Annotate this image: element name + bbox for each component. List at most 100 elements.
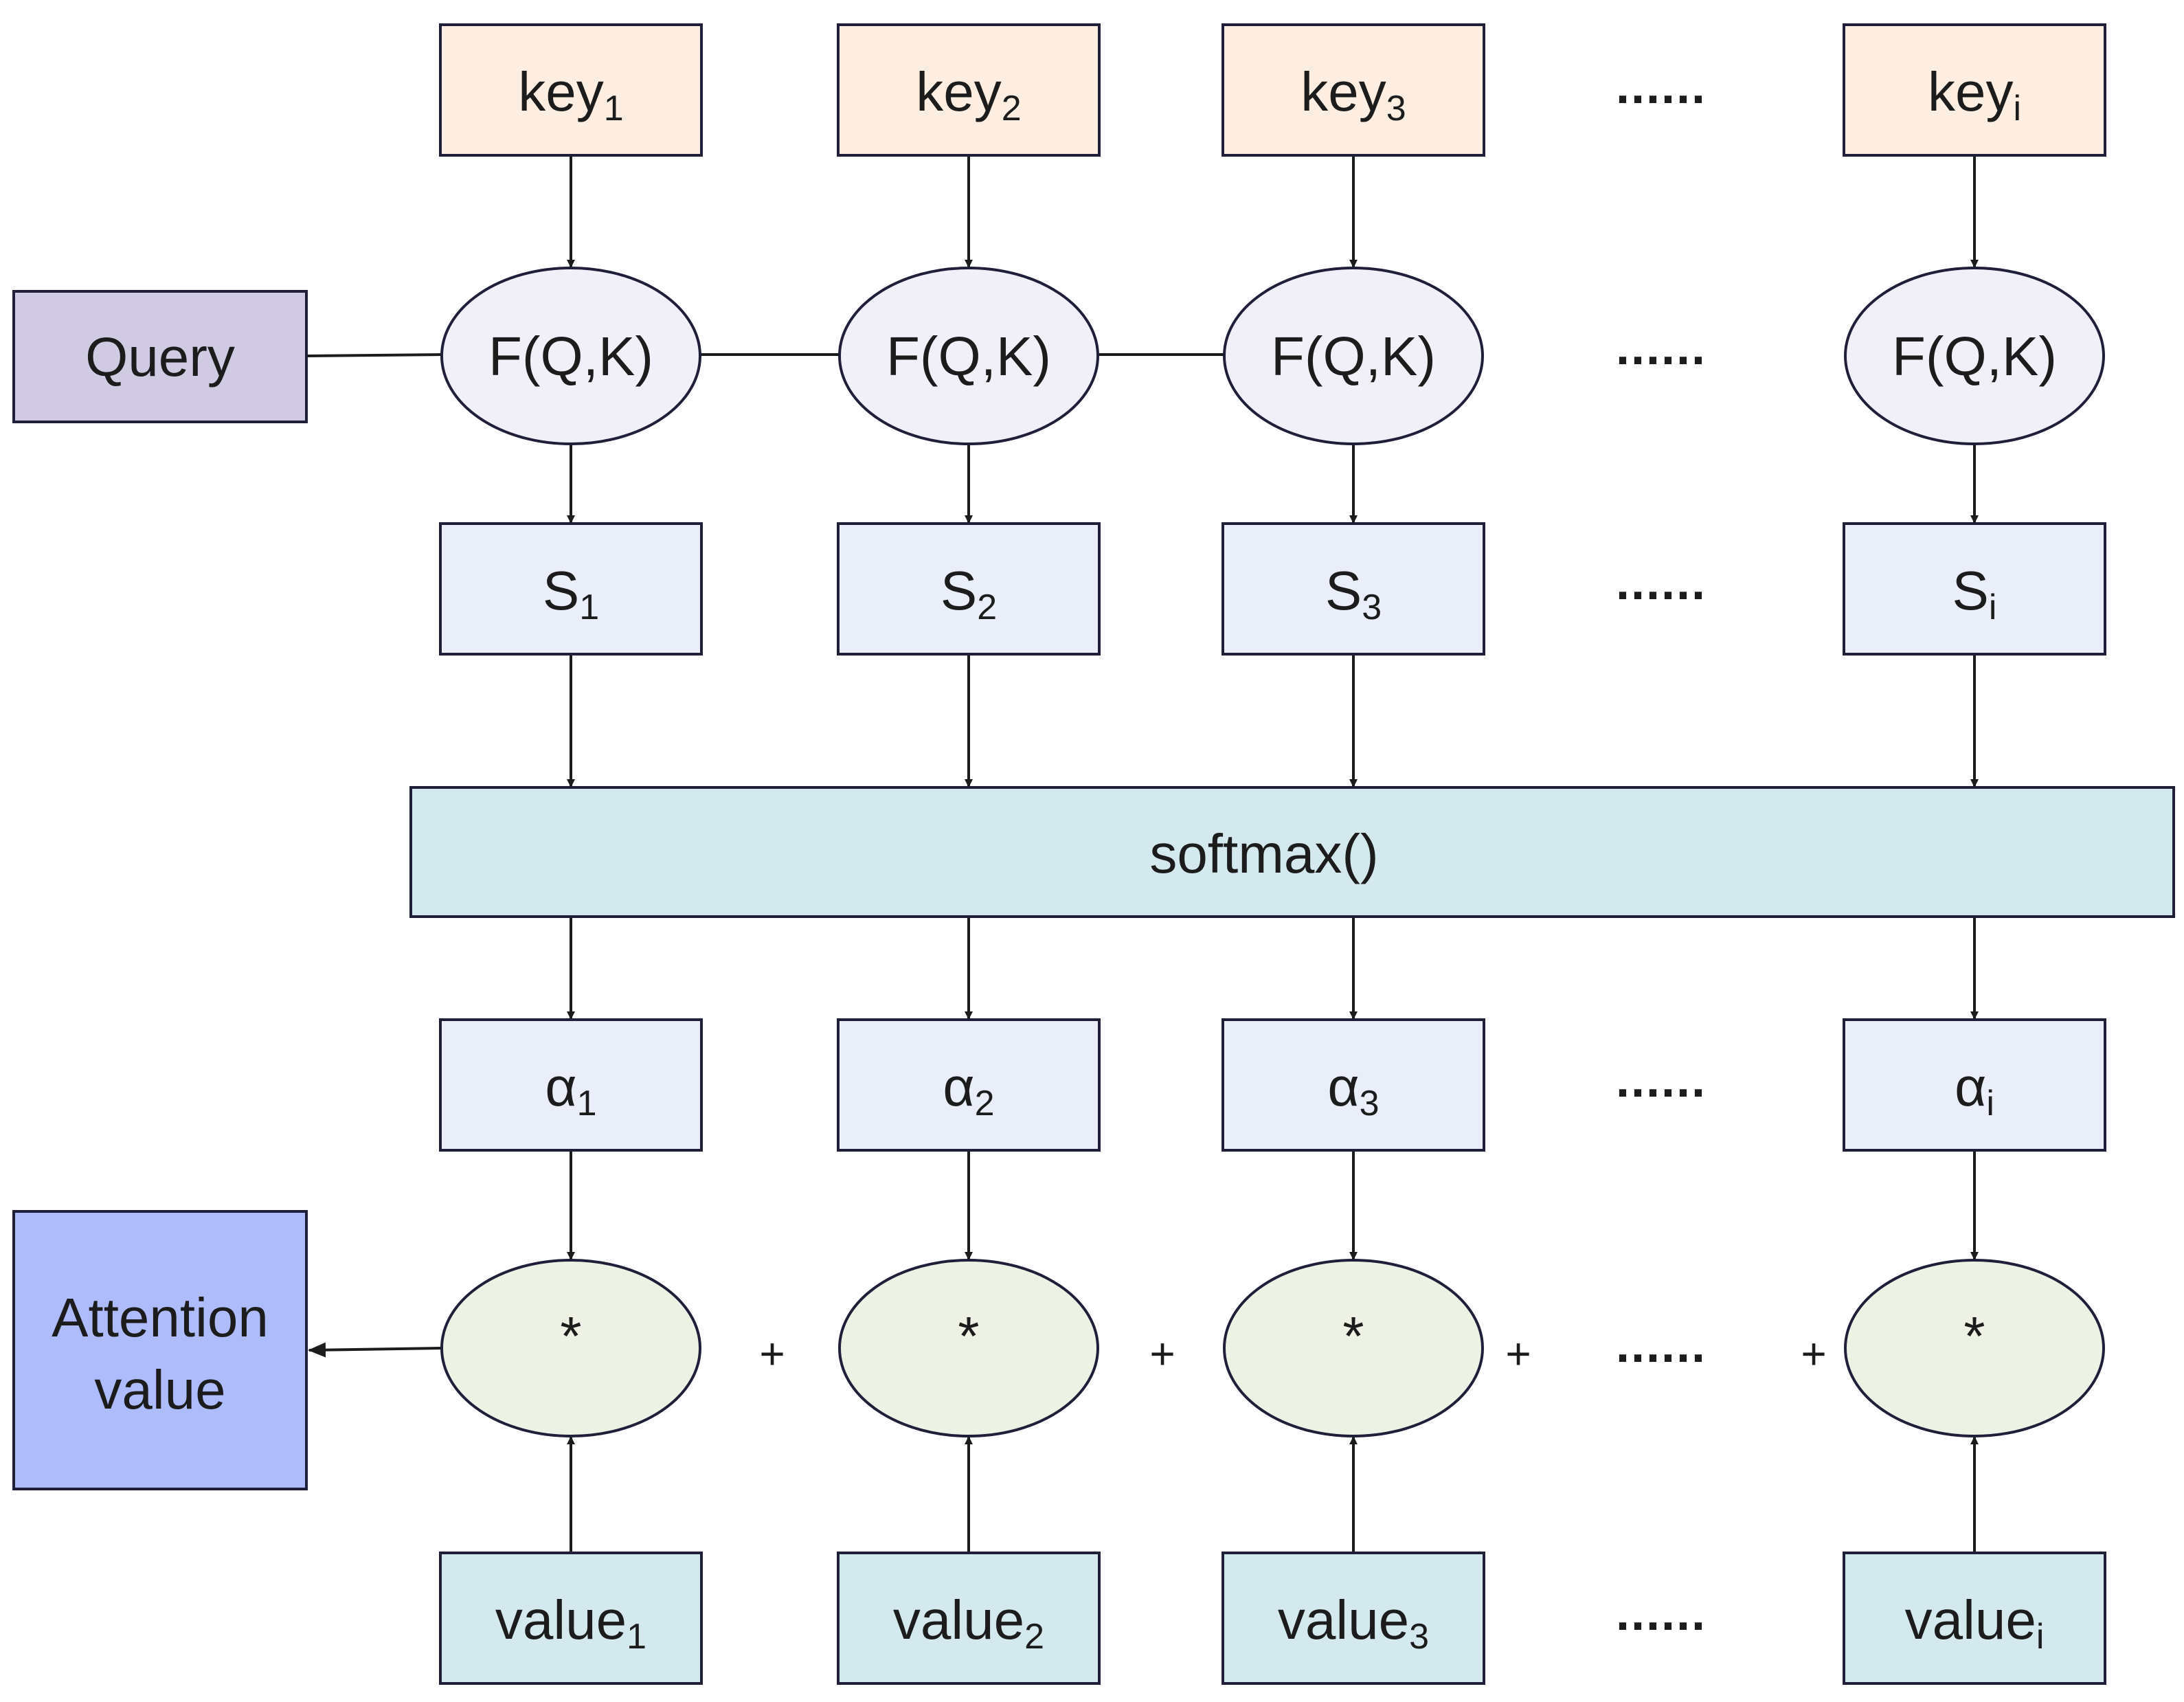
value-label-3-subscript: 3 bbox=[1409, 1617, 1429, 1657]
ellipsis-fqk-row: ...... bbox=[1616, 320, 1707, 375]
fqk-label-1: F(Q,K) bbox=[488, 326, 653, 387]
value-box-4 bbox=[1843, 1552, 2106, 1685]
alpha-label-3-main: α bbox=[1327, 1056, 1359, 1117]
diagram-nodes bbox=[12, 23, 2175, 1685]
key-box-3 bbox=[1222, 23, 1485, 157]
key-label-4: keyi bbox=[1928, 61, 2021, 128]
fqk-label-2-main: F(Q,K) bbox=[886, 326, 1051, 387]
query-label: Query bbox=[85, 326, 235, 388]
fqk-label-1-main: F(Q,K) bbox=[488, 326, 653, 387]
fqk-label-3: F(Q,K) bbox=[1271, 326, 1436, 387]
multiply-label-3-main: * bbox=[1342, 1306, 1364, 1367]
key-box-4 bbox=[1843, 23, 2106, 157]
alpha-label-2-main: α bbox=[943, 1056, 974, 1117]
alpha-label-1: α1 bbox=[545, 1056, 596, 1123]
softmax-label-main: softmax() bbox=[1149, 823, 1378, 884]
score-label-4-main: S bbox=[1952, 560, 1989, 621]
attention-label-line2: value bbox=[94, 1359, 225, 1420]
plus-sign-1: + bbox=[759, 1329, 785, 1378]
multiply-label-2-main: * bbox=[958, 1306, 979, 1367]
multiply-label-3: * bbox=[1342, 1306, 1364, 1367]
key-label-2: key2 bbox=[916, 61, 1021, 128]
fqk-node-2 bbox=[838, 267, 1099, 445]
alpha-label-3-subscript: 3 bbox=[1360, 1084, 1380, 1123]
fqk-label-3-main: F(Q,K) bbox=[1271, 326, 1436, 387]
value-label-4-main: value bbox=[1905, 1589, 2036, 1650]
alpha-label-1-main: α bbox=[545, 1056, 576, 1117]
fqk-label-2: F(Q,K) bbox=[886, 326, 1051, 387]
score-label-3: S3 bbox=[1325, 560, 1382, 627]
value-label-2-subscript: 2 bbox=[1024, 1617, 1044, 1657]
value-label-3: value3 bbox=[1278, 1589, 1429, 1657]
plus-sign-4: + bbox=[1801, 1329, 1826, 1378]
alpha-label-4-main: α bbox=[1955, 1056, 1986, 1117]
connector-lines bbox=[306, 155, 1979, 1553]
value-label-3-main: value bbox=[1278, 1589, 1409, 1650]
alpha-label-4-subscript: i bbox=[1986, 1084, 1994, 1123]
attention-label-line1-main: Attention bbox=[52, 1287, 269, 1348]
multiply-node-2 bbox=[838, 1259, 1099, 1437]
key-label-3-subscript: 3 bbox=[1386, 89, 1406, 128]
score-label-1: S1 bbox=[543, 560, 599, 627]
alpha-label-2-subscript: 2 bbox=[975, 1084, 995, 1123]
key-label-4-subscript: i bbox=[2013, 89, 2021, 128]
score-label-3-subscript: 3 bbox=[1362, 587, 1382, 627]
score-box-2 bbox=[837, 522, 1101, 656]
multiply-node-4 bbox=[1844, 1259, 2105, 1437]
value-label-1-main: value bbox=[495, 1589, 627, 1650]
value-label-2: value2 bbox=[893, 1589, 1044, 1657]
alpha-box-4 bbox=[1843, 1018, 2106, 1152]
key-label-2-main: key bbox=[916, 61, 1002, 122]
multiply-node-3 bbox=[1223, 1259, 1484, 1437]
score-label-2-subscript: 2 bbox=[977, 587, 997, 627]
score-box-4 bbox=[1843, 522, 2106, 656]
mult-to-attention-arrow bbox=[308, 1342, 442, 1358]
alpha-label-2: α2 bbox=[943, 1056, 994, 1123]
value-label-1-subscript: 1 bbox=[627, 1617, 646, 1657]
key-label-1: key1 bbox=[518, 61, 623, 128]
attention-label-line1: Attention bbox=[52, 1287, 269, 1348]
value-box-3 bbox=[1222, 1552, 1485, 1685]
value-label-4: valuei bbox=[1905, 1589, 2045, 1657]
key-label-3: key3 bbox=[1301, 61, 1406, 128]
alpha-box-2 bbox=[837, 1018, 1101, 1152]
alpha-box-1 bbox=[439, 1018, 703, 1152]
score-label-1-main: S bbox=[543, 560, 579, 621]
score-label-2: S2 bbox=[941, 560, 997, 627]
key-box-2 bbox=[837, 23, 1101, 157]
softmax-box bbox=[409, 786, 2175, 918]
alpha-label-1-subscript: 1 bbox=[577, 1084, 597, 1123]
value-label-4-subscript: i bbox=[2036, 1617, 2045, 1657]
key-label-1-main: key bbox=[518, 61, 604, 122]
score-label-4: Si bbox=[1952, 560, 1997, 627]
alpha-box-3 bbox=[1222, 1018, 1485, 1152]
score-box-3 bbox=[1222, 522, 1485, 656]
softmax-label: softmax() bbox=[1149, 823, 1378, 884]
ellipsis-score-row: ...... bbox=[1616, 555, 1707, 610]
multiply-label-2: * bbox=[958, 1306, 979, 1367]
key-label-1-subscript: 1 bbox=[604, 89, 624, 128]
plus-sign-2: + bbox=[1149, 1329, 1175, 1378]
score-label-2-main: S bbox=[941, 560, 977, 621]
ellipsis-key-row: ...... bbox=[1616, 59, 1707, 114]
plus-sign-3: + bbox=[1505, 1329, 1531, 1378]
value-label-1: value1 bbox=[495, 1589, 646, 1657]
diagram-labels: Querysoftmax()Attentionvaluekey1F(Q,K)S1… bbox=[52, 59, 2057, 1657]
score-label-1-subscript: 1 bbox=[579, 587, 599, 627]
fqk-label-4-main: F(Q,K) bbox=[1892, 326, 2057, 387]
key-box-1 bbox=[439, 23, 703, 157]
alpha-label-3: α3 bbox=[1327, 1056, 1379, 1123]
score-box-1 bbox=[439, 522, 703, 656]
key-label-2-subscript: 2 bbox=[1002, 89, 1022, 128]
score-label-4-subscript: i bbox=[1989, 587, 1997, 627]
ellipsis-value-row: ...... bbox=[1616, 1586, 1707, 1641]
multiply-label-4: * bbox=[1963, 1306, 1985, 1367]
multiply-label-1-main: * bbox=[560, 1306, 581, 1367]
query-box bbox=[12, 290, 308, 423]
ellipsis-multiply-row: ...... bbox=[1616, 1318, 1707, 1373]
score-label-3-main: S bbox=[1325, 560, 1362, 621]
attention-value-box bbox=[12, 1210, 308, 1490]
value-box-2 bbox=[837, 1552, 1101, 1685]
fqk-label-4: F(Q,K) bbox=[1892, 326, 2057, 387]
